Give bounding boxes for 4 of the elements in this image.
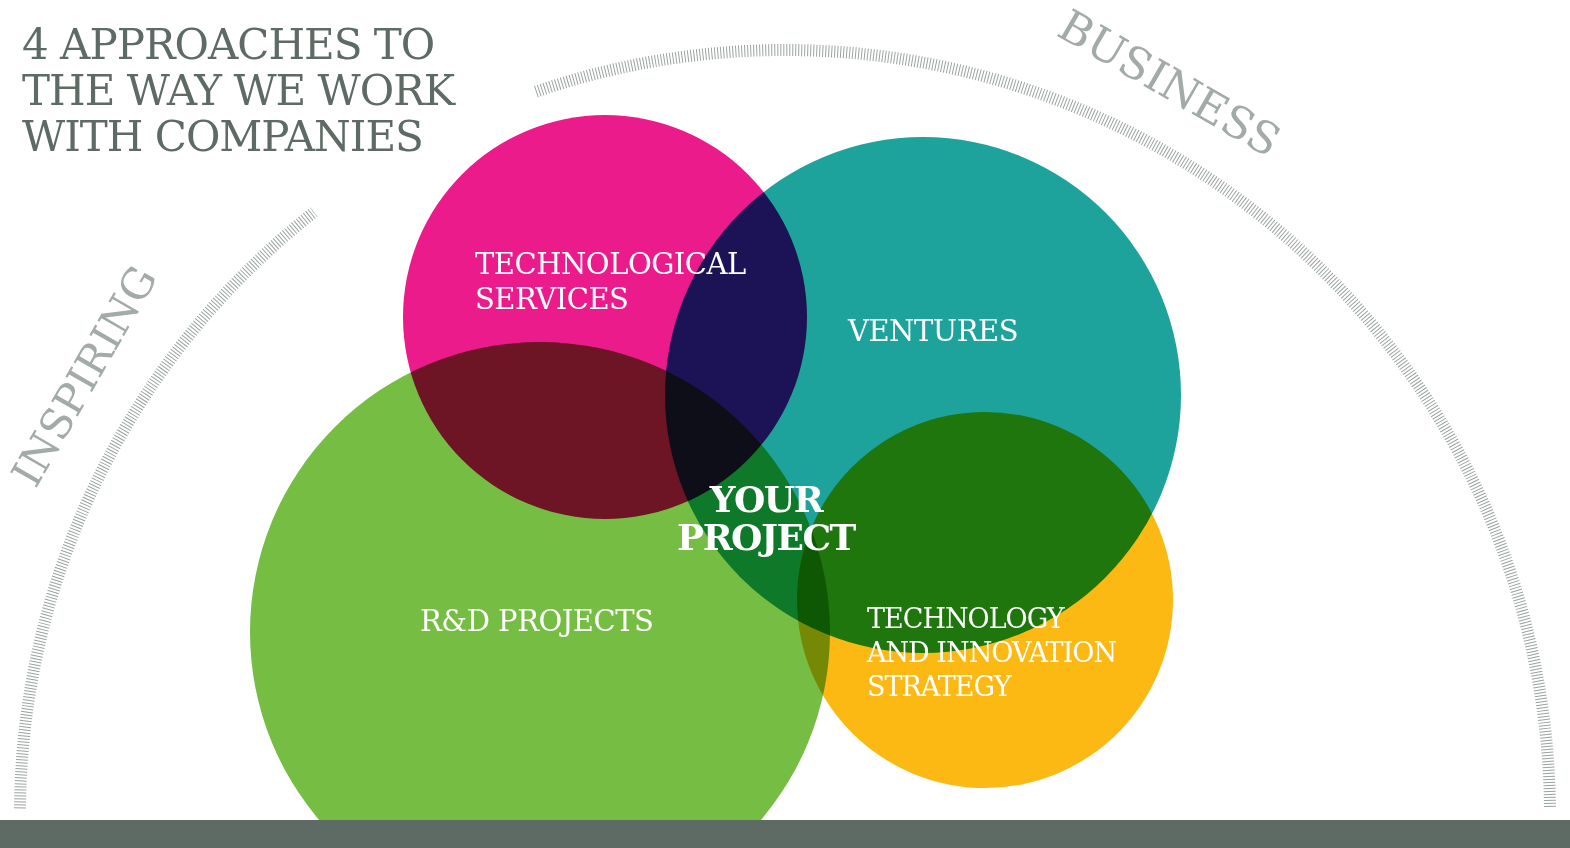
title: 4 APPROACHES TO THE WAY WE WORK WITH COMPANIES [22,22,457,160]
center-label: YOUR PROJECT [676,480,856,556]
circle-label: VENTURES [848,314,1020,349]
circle-label: R&D PROJECTS [420,604,655,639]
